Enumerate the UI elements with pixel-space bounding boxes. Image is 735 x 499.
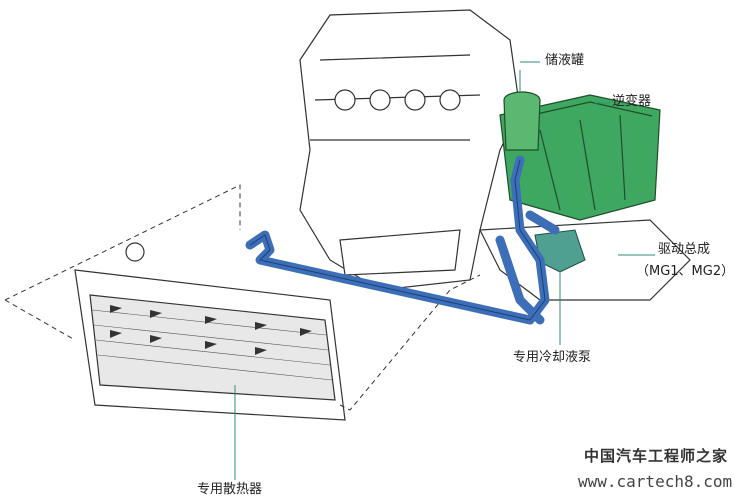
watermark-name: 中国汽车工程师之家 bbox=[584, 447, 729, 465]
label-drive-assembly: 驱动总成 bbox=[658, 242, 711, 257]
watermark-url: www.cartech8.com bbox=[578, 472, 733, 491]
label-pump: 专用冷却液泵 bbox=[513, 350, 592, 365]
label-drive-assembly-sub: （MG1、MG2） bbox=[636, 264, 735, 279]
label-inverter: 逆变器 bbox=[612, 94, 652, 109]
label-reservoir: 储液罐 bbox=[545, 53, 585, 68]
label-radiator: 专用散热器 bbox=[197, 482, 263, 497]
inverter bbox=[499, 94, 661, 221]
engine-block bbox=[299, 9, 691, 301]
dashed-outline bbox=[4, 184, 481, 411]
reservoir-tank bbox=[503, 91, 541, 151]
leader-lines bbox=[234, 61, 655, 480]
radiator-flow-arrows bbox=[110, 305, 312, 355]
